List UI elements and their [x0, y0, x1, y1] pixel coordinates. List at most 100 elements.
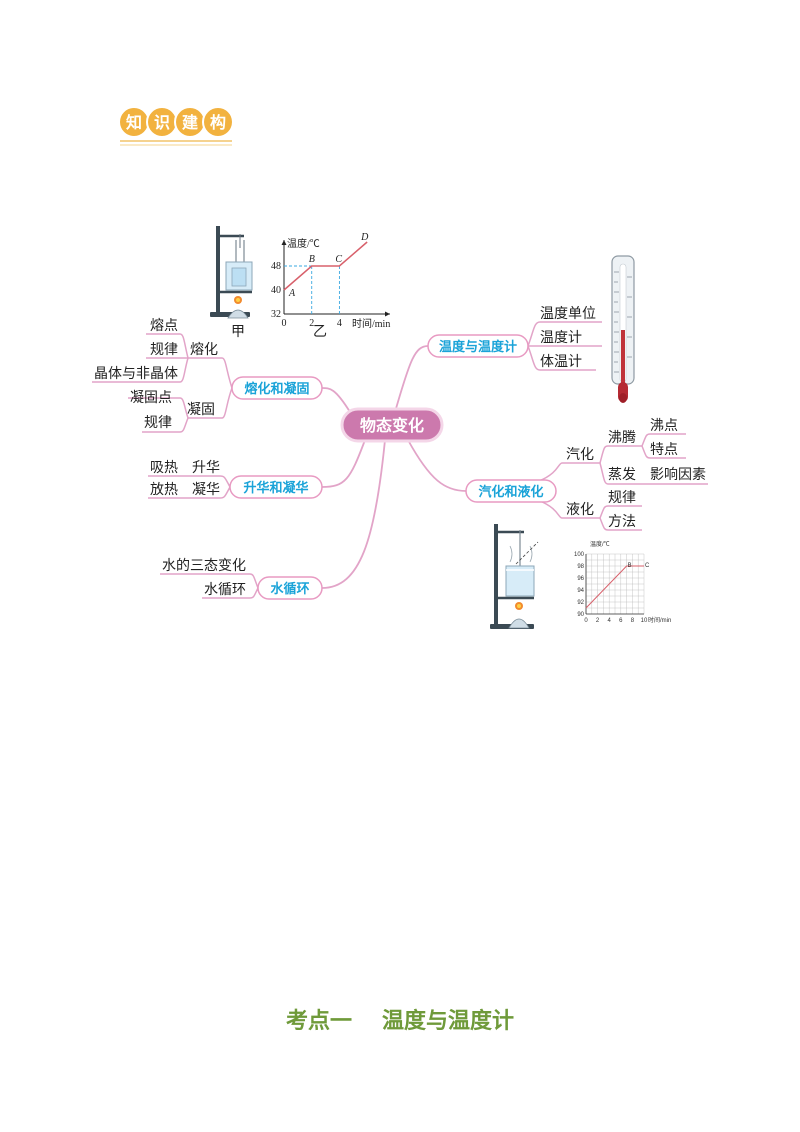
melting-graph-y-arrow — [281, 240, 287, 245]
branch-sublimation — [321, 439, 366, 488]
sublimation-leaf-lines — [148, 475, 231, 499]
node-vaporization-label: 汽化和液化 — [478, 484, 543, 500]
melting-graph-label: 乙 — [313, 324, 327, 340]
leaf-crystal: 晶体与非晶体 — [94, 366, 178, 382]
boiling-x-tick: 0 — [584, 618, 588, 624]
melting-leaf-lines — [92, 333, 233, 433]
branch-vaporization — [407, 439, 467, 492]
node-water-cycle[interactable]: 水循环 — [257, 576, 323, 600]
node-vaporization[interactable]: 汽化和液化 — [465, 479, 557, 503]
boiling-point-label: C — [645, 563, 650, 569]
boiling-y-tick: 94 — [577, 588, 584, 594]
node-temperature[interactable]: 温度与温度计 — [427, 334, 529, 358]
leaf-freezing-rule: 规律 — [144, 415, 172, 431]
leaf-freezing-sub: 凝固 — [187, 402, 215, 418]
boiling-point-label: B — [628, 563, 632, 569]
boiling-y-tick: 92 — [577, 600, 584, 606]
melting-apparatus-label: 甲 — [231, 324, 245, 340]
svg-text:建: 建 — [182, 113, 198, 132]
boiling-graph-ylabel: 温度/℃ — [590, 540, 610, 548]
melting-x-tick: 2 — [309, 318, 314, 329]
leaf-temp-unit: 温度单位 — [540, 306, 596, 322]
center-node[interactable]: 物态变化 — [340, 407, 444, 443]
melting-x-tick: 0 — [282, 318, 287, 329]
leaf-three-states: 水的三态变化 — [162, 558, 246, 574]
leaf-melting-point: 熔点 — [150, 318, 178, 334]
melting-graph-x-arrow — [385, 311, 390, 317]
melting-y-tick: 32 — [271, 309, 281, 320]
thermometer-illustration — [611, 255, 635, 403]
boiling-graph-xlabel: 时间/min — [648, 616, 671, 624]
thermometer-ticks — [614, 271, 632, 373]
svg-text:识: 识 — [154, 113, 170, 132]
melting-graph-line — [283, 241, 368, 291]
leaf-evaporate: 蒸发 — [608, 467, 636, 483]
boiling-y-tick: 98 — [577, 564, 584, 570]
leaf-features: 特点 — [650, 442, 678, 458]
leaf-body-thermometer: 体温计 — [540, 354, 582, 370]
badge-char-1: 知 — [118, 106, 150, 138]
leaf-boiling-point: 沸点 — [650, 418, 678, 434]
branch-melting — [321, 387, 351, 413]
badge-char-3: 建 — [174, 106, 206, 138]
boiling-y-tick: 100 — [574, 552, 585, 558]
leaf-melting-sub: 熔化 — [190, 342, 218, 358]
center-node-label: 物态变化 — [360, 416, 424, 435]
knowledge-badge: 知 识 建 构 — [118, 106, 234, 146]
node-water-cycle-label: 水循环 — [270, 581, 309, 597]
boiling-y-tick: 90 — [577, 612, 584, 618]
leaf-sublime: 升华 — [192, 460, 220, 476]
melting-graph-ylabel: 温度/℃ — [287, 237, 320, 250]
node-melting[interactable]: 熔化和凝固 — [231, 376, 323, 400]
boiling-x-tick: 4 — [608, 618, 612, 624]
melting-graph-point-labels: A B C D — [288, 232, 369, 299]
leaf-liquefy-rule: 规律 — [608, 490, 636, 506]
temperature-leaf-lines — [527, 321, 602, 371]
melting-graph-x-ticks: 0 2 4 — [282, 318, 342, 329]
melting-point-label: A — [288, 288, 296, 299]
node-sublimation-label: 升华和凝华 — [243, 480, 308, 496]
melting-apparatus-illustration — [210, 226, 253, 319]
leaf-factors: 影响因素 — [650, 467, 706, 483]
badge-char-2: 识 — [146, 106, 178, 138]
melting-point-label: D — [360, 232, 369, 243]
section-title-topic: 温度与温度计 — [382, 1009, 515, 1034]
melting-x-tick: 4 — [337, 318, 342, 329]
leaf-freezing-point: 凝固点 — [130, 390, 172, 406]
leaf-thermometer: 温度计 — [540, 330, 582, 346]
melting-point-label: C — [335, 254, 342, 265]
leaf-vaporize: 汽化 — [566, 447, 594, 463]
melting-graph-xlabel: 时间/min — [352, 317, 390, 330]
section-title-index: 考点一 — [285, 1009, 352, 1034]
boiling-graph-grid — [585, 553, 645, 615]
boiling-graph-line — [585, 565, 644, 609]
svg-text:知: 知 — [126, 113, 142, 132]
badge-char-4: 构 — [202, 106, 234, 138]
node-melting-label: 熔化和凝固 — [244, 381, 309, 397]
boiling-y-tick: 96 — [577, 576, 584, 582]
boiling-x-tick: 6 — [619, 618, 623, 624]
svg-text:构: 构 — [210, 113, 226, 132]
leaf-melting-rule: 规律 — [150, 342, 178, 358]
leaf-liquefy: 液化 — [566, 502, 594, 518]
branch-temperature — [394, 345, 429, 413]
boiling-x-tick: 2 — [596, 618, 600, 624]
boiling-graph-x-ticks: 0 2 4 6 8 10 — [584, 618, 648, 624]
melting-y-tick: 48 — [271, 261, 281, 272]
leaf-release: 放热 — [150, 482, 178, 498]
leaf-water-cycle: 水循环 — [204, 582, 246, 598]
boiling-x-tick: 8 — [631, 618, 635, 624]
leaf-deposit: 凝华 — [192, 482, 220, 498]
node-sublimation[interactable]: 升华和凝华 — [229, 475, 323, 499]
melting-point-label: B — [309, 254, 315, 265]
section-title: 考点一 温度与温度计 — [0, 1003, 800, 1035]
leaf-method: 方法 — [608, 514, 636, 530]
node-temperature-label: 温度与温度计 — [439, 339, 517, 355]
water-cycle-leaf-lines — [160, 573, 259, 599]
boiling-x-tick: 10 — [641, 618, 648, 624]
